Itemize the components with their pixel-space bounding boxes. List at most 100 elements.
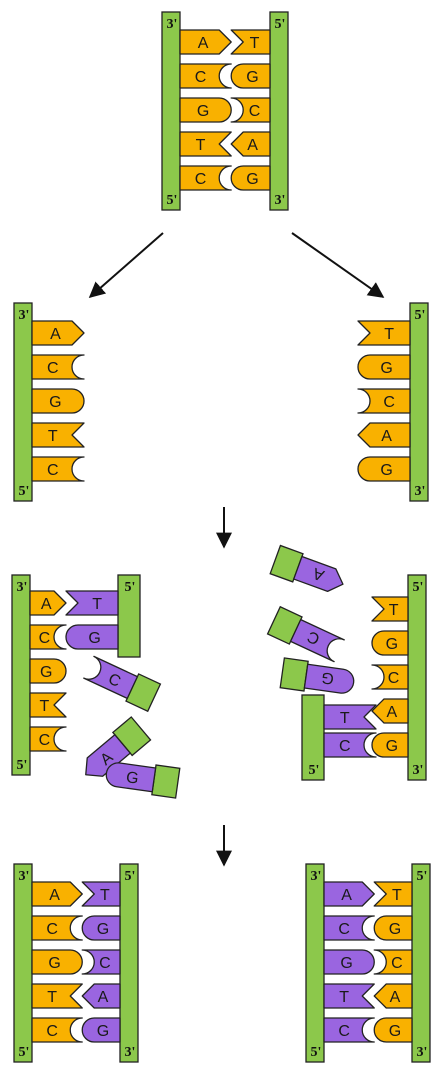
five-prime-end: 5'	[19, 484, 30, 499]
nucleotide-G: G	[105, 762, 157, 793]
three-prime-end: 3'	[275, 193, 286, 208]
nucleotide-C: C	[83, 655, 139, 700]
base-letter: C	[46, 921, 58, 938]
nucleotide-A: A	[373, 983, 413, 1009]
base-shape	[323, 949, 375, 975]
base-letter: A	[390, 989, 401, 1006]
nucleotide-C: C	[373, 949, 413, 975]
split-arrow-right	[291, 232, 385, 298]
base-letter: G	[197, 103, 209, 120]
base-shape	[29, 624, 67, 650]
base-shape	[81, 1017, 121, 1043]
base-letter: C	[391, 955, 403, 972]
sugar-phosphate-backbone	[117, 574, 141, 658]
free-nucleotide-c-left: C	[83, 655, 162, 713]
nucleotide-C: C	[323, 915, 375, 941]
three-prime-end: 3'	[17, 580, 28, 595]
nucleotide-C: C	[81, 949, 121, 975]
five-prime-end: 5'	[311, 1045, 322, 1060]
base-shape	[323, 915, 375, 941]
nucleotide-T: T	[65, 590, 119, 616]
base-shape	[81, 881, 121, 907]
backbone-strand: 5'3'	[407, 574, 427, 781]
base-letter: C	[249, 103, 261, 120]
five-prime-end: 5'	[167, 193, 178, 208]
three-prime-end: 3'	[19, 308, 30, 323]
base-shape	[31, 915, 83, 941]
nucleotide-G: G	[65, 624, 119, 650]
nucleotide-G: G	[81, 1017, 121, 1043]
sugar-phosphate-backbone	[409, 302, 429, 502]
backbone-strand: 5'3'	[269, 11, 289, 211]
backbone-strand: 5'	[301, 694, 325, 781]
base-shape	[31, 320, 85, 346]
base-shape	[357, 320, 411, 346]
base-shape	[303, 663, 355, 694]
base-shape	[323, 983, 375, 1009]
base-shape	[230, 63, 271, 89]
nucleotide-C: C	[31, 1017, 83, 1043]
nucleotide-T: T	[371, 596, 409, 622]
sugar-phosphate-backbone	[269, 11, 289, 211]
backbone-strand: 3'5'	[13, 863, 33, 1063]
nucleotide-A: A	[31, 320, 85, 346]
nucleotide-T: T	[29, 692, 67, 718]
sugar-phosphate-backbone	[411, 863, 431, 1063]
nucleotide-T: T	[179, 131, 232, 157]
base-letter: A	[341, 887, 352, 904]
base-letter: C	[46, 1023, 58, 1040]
base-letter: G	[386, 738, 398, 755]
base-shape	[371, 698, 409, 724]
sugar-phosphate-backbone	[13, 302, 33, 502]
base-shape	[371, 732, 409, 758]
nucleotide-C: C	[31, 915, 83, 941]
nucleotide-G: G	[371, 630, 409, 656]
base-letter: C	[99, 955, 111, 972]
base-shape	[357, 456, 411, 482]
base-letter: T	[47, 989, 57, 1006]
nucleotide-G: G	[230, 165, 271, 191]
backbone-strand: 5'3'	[409, 302, 429, 502]
sugar-phosphate-backbone	[407, 574, 427, 781]
base-letter: C	[47, 360, 59, 377]
nucleotide-A: A	[81, 983, 121, 1009]
base-shape	[371, 664, 409, 690]
base-shape	[357, 354, 411, 380]
base-letter: G	[88, 630, 100, 647]
base-shape	[31, 354, 85, 380]
base-shape	[31, 1017, 83, 1043]
three-prime-end: 3'	[413, 763, 424, 778]
backbone-strand: 3'5'	[11, 574, 31, 776]
nucleotide-G: G	[371, 732, 409, 758]
base-shape	[179, 131, 232, 157]
base-letter: G	[386, 636, 398, 653]
base-letter: A	[247, 137, 258, 154]
base-letter: C	[39, 630, 51, 647]
nucleotide-T: T	[81, 881, 121, 907]
base-shape	[29, 726, 67, 752]
three-prime-end: 3'	[125, 1045, 136, 1060]
three-prime-end: 3'	[167, 17, 178, 32]
nucleotide-T: T	[31, 983, 83, 1009]
nucleotide-C: C	[323, 732, 377, 758]
base-shape	[373, 983, 413, 1009]
nucleotide-C: C	[371, 664, 409, 690]
free-nucleotide-a-left: A	[85, 716, 152, 777]
nucleotide-T: T	[323, 704, 377, 730]
base-shape	[105, 762, 157, 793]
base-letter: G	[389, 1023, 401, 1040]
base-shape	[323, 1017, 375, 1043]
base-shape	[373, 915, 413, 941]
base-letter: C	[388, 670, 400, 687]
nucleotide-C: C	[179, 63, 232, 89]
nucleotide-G: G	[31, 949, 83, 975]
free-backbone-unit	[279, 657, 309, 692]
base-letter: T	[389, 602, 399, 619]
base-shape	[29, 590, 67, 616]
base-letter: C	[338, 1023, 350, 1040]
base-shape	[179, 29, 232, 55]
